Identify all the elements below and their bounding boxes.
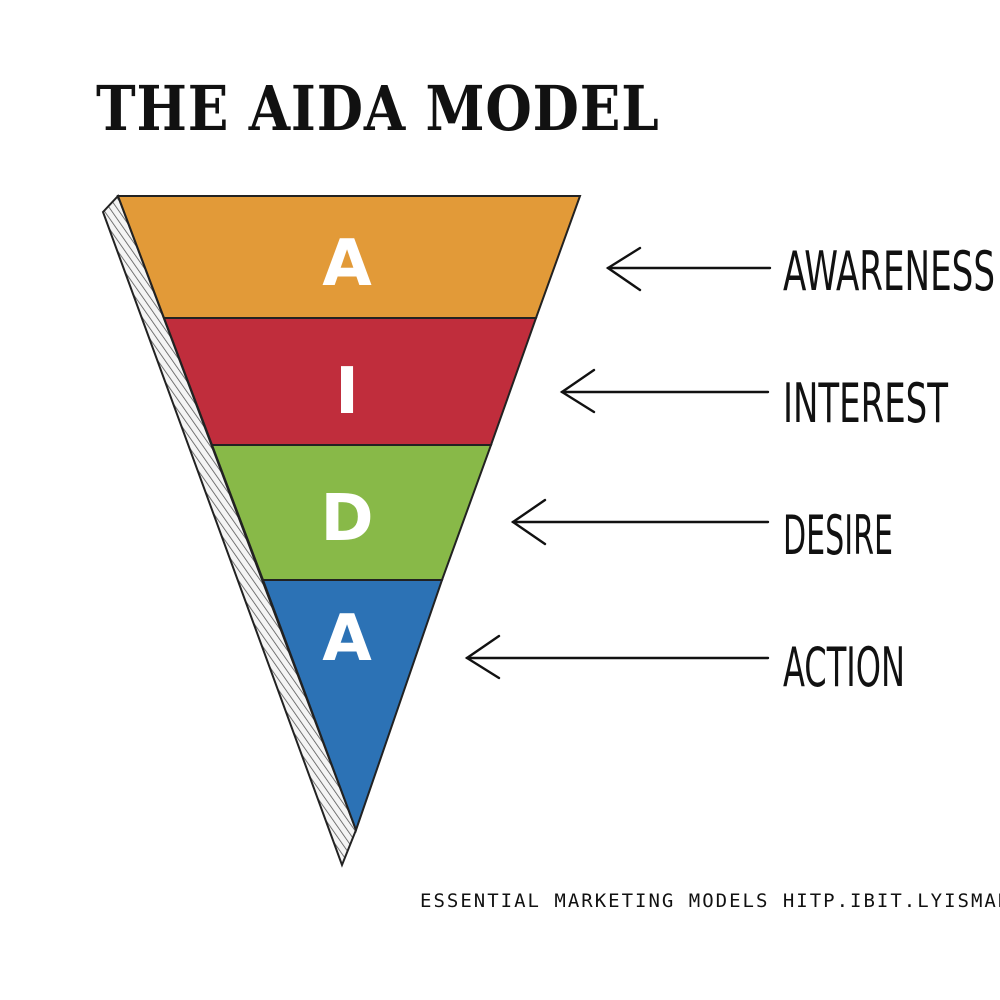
stage-label-interest: INTEREST — [783, 372, 948, 435]
stage-letter-d: D — [320, 482, 373, 556]
stage-letter-a1: A — [322, 227, 372, 301]
arrow-left-icon — [464, 634, 770, 680]
stage-label-action: ACTION — [783, 636, 905, 699]
stage-label-awareness: AWARENESS — [783, 240, 995, 303]
arrow-left-icon — [605, 246, 772, 292]
footer-caption: ESSENTIAL MARKETING MODELS HITP.IBIT.LYI… — [420, 890, 1000, 912]
page-title: THE AIDA MODEL — [96, 72, 660, 145]
stage-label-desire: DESIRE — [783, 504, 893, 567]
stage-letter-i: I — [335, 355, 359, 429]
arrow-left-icon — [559, 368, 770, 414]
stage-letter-a2: A — [322, 602, 372, 676]
arrow-left-icon — [510, 498, 770, 546]
stage-band-action — [261, 579, 444, 833]
